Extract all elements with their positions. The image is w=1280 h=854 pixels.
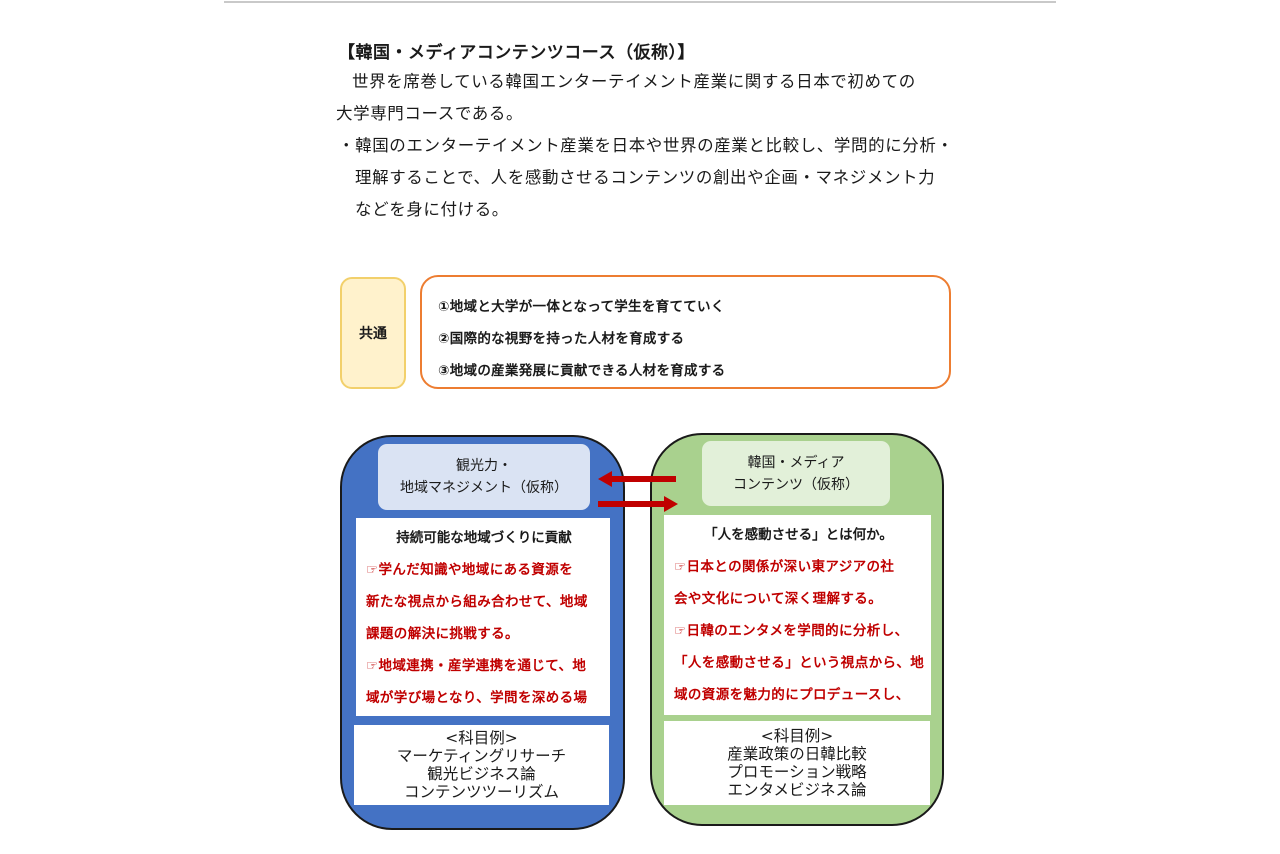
- korea-media-course-description: 「人を感動させる」とは何か。 ☞日本との関係が深い東アジアの社 会や文化について…: [664, 515, 931, 715]
- goal-item: ③地域の産業発展に貢献できる人材を育成する: [438, 363, 726, 379]
- examples-header: <科目例>: [445, 729, 518, 747]
- example-subject: マーケティングリサーチ: [396, 747, 567, 765]
- tourism-course-description: 持続可能な地域づくりに貢献 ☞学んだ知識や地域にある資源を 新たな視点から組み合…: [356, 518, 610, 716]
- intro-paragraph: 世界を席巻している韓国エンターテイメント産業に関する日本で初めての 大学専門コー…: [336, 66, 916, 130]
- title-line: コンテンツ（仮称）: [733, 476, 859, 493]
- description-line: 課題の解決に挑戦する。: [366, 626, 519, 642]
- bullet-line: 理解することで、人を感動させるコンテンツの創出や企画・マネジメント力: [355, 168, 936, 187]
- course-heading: 【韓国・メディアコンテンツコース（仮称）】: [338, 43, 695, 63]
- intro-line: 大学専門コースである。: [336, 104, 524, 123]
- title-line: 地域マネジメント（仮称）: [400, 480, 568, 496]
- description-line: 域の資源を魅力的にプロデュースし、: [674, 687, 910, 703]
- arrow-left-icon: [598, 471, 676, 487]
- description-line: 新たな視点から組み合わせて、地域: [366, 594, 588, 610]
- title-line: 韓国・メディア: [747, 454, 845, 471]
- common-tag: 共通: [340, 277, 406, 389]
- description-line: 会や文化について深く理解する。: [674, 591, 883, 607]
- korea-media-course-title: 韓国・メディア コンテンツ（仮称）: [702, 441, 890, 506]
- tourism-course-examples: <科目例> マーケティングリサーチ 観光ビジネス論 コンテンツツーリズム: [354, 725, 609, 805]
- example-subject: 観光ビジネス論: [427, 765, 536, 783]
- description-line: ☞学んだ知識や地域にある資源を: [366, 562, 574, 578]
- goal-item: ①地域と大学が一体となって学生を育てていく: [438, 299, 725, 315]
- description-line: ☞地域連携・産学連携を通じて、地: [366, 658, 587, 674]
- goal-item: ②国際的な視野を持った人材を育成する: [438, 331, 685, 347]
- description-line: 域が学び場となり、学問を深める場: [366, 690, 588, 706]
- tourism-course-title: 観光力・ 地域マネジメント（仮称）: [378, 444, 590, 510]
- intro-line: 世界を席巻している韓国エンターテイメント産業に関する日本で初めての: [352, 72, 916, 91]
- example-subject: 産業政策の日韓比較: [727, 745, 867, 763]
- bullet-line: ・韓国のエンターテイメント産業を日本や世界の産業と比較し、学問的に分析・: [338, 136, 954, 155]
- description-lead: 「人を感動させる」とは何か。: [704, 527, 893, 543]
- bullet-line: などを身に付ける。: [355, 200, 509, 219]
- arrow-right-icon: [598, 496, 678, 512]
- top-divider: [224, 1, 1056, 3]
- example-subject: コンテンツツーリズム: [403, 783, 559, 801]
- description-line: ☞日本との関係が深い東アジアの社: [674, 559, 895, 575]
- bullet-paragraph: ・韓国のエンターテイメント産業を日本や世界の産業と比較し、学問的に分析・ 理解す…: [338, 130, 954, 226]
- title-line: 観光力・: [456, 458, 512, 474]
- description-line: 「人を感動させる」という視点から、地: [674, 655, 925, 671]
- description-line: ☞日韓のエンタメを学問的に分析し、: [674, 623, 909, 639]
- common-goals-box: ①地域と大学が一体となって学生を育てていく ②国際的な視野を持った人材を育成する…: [420, 275, 951, 389]
- description-lead: 持続可能な地域づくりに貢献: [396, 530, 572, 546]
- korea-media-course-examples: <科目例> 産業政策の日韓比較 プロモーション戦略 エンタメビジネス論: [664, 721, 930, 805]
- examples-header: <科目例>: [760, 727, 834, 745]
- exchange-arrows: [598, 471, 678, 512]
- example-subject: エンタメビジネス論: [727, 781, 867, 799]
- example-subject: プロモーション戦略: [727, 763, 867, 781]
